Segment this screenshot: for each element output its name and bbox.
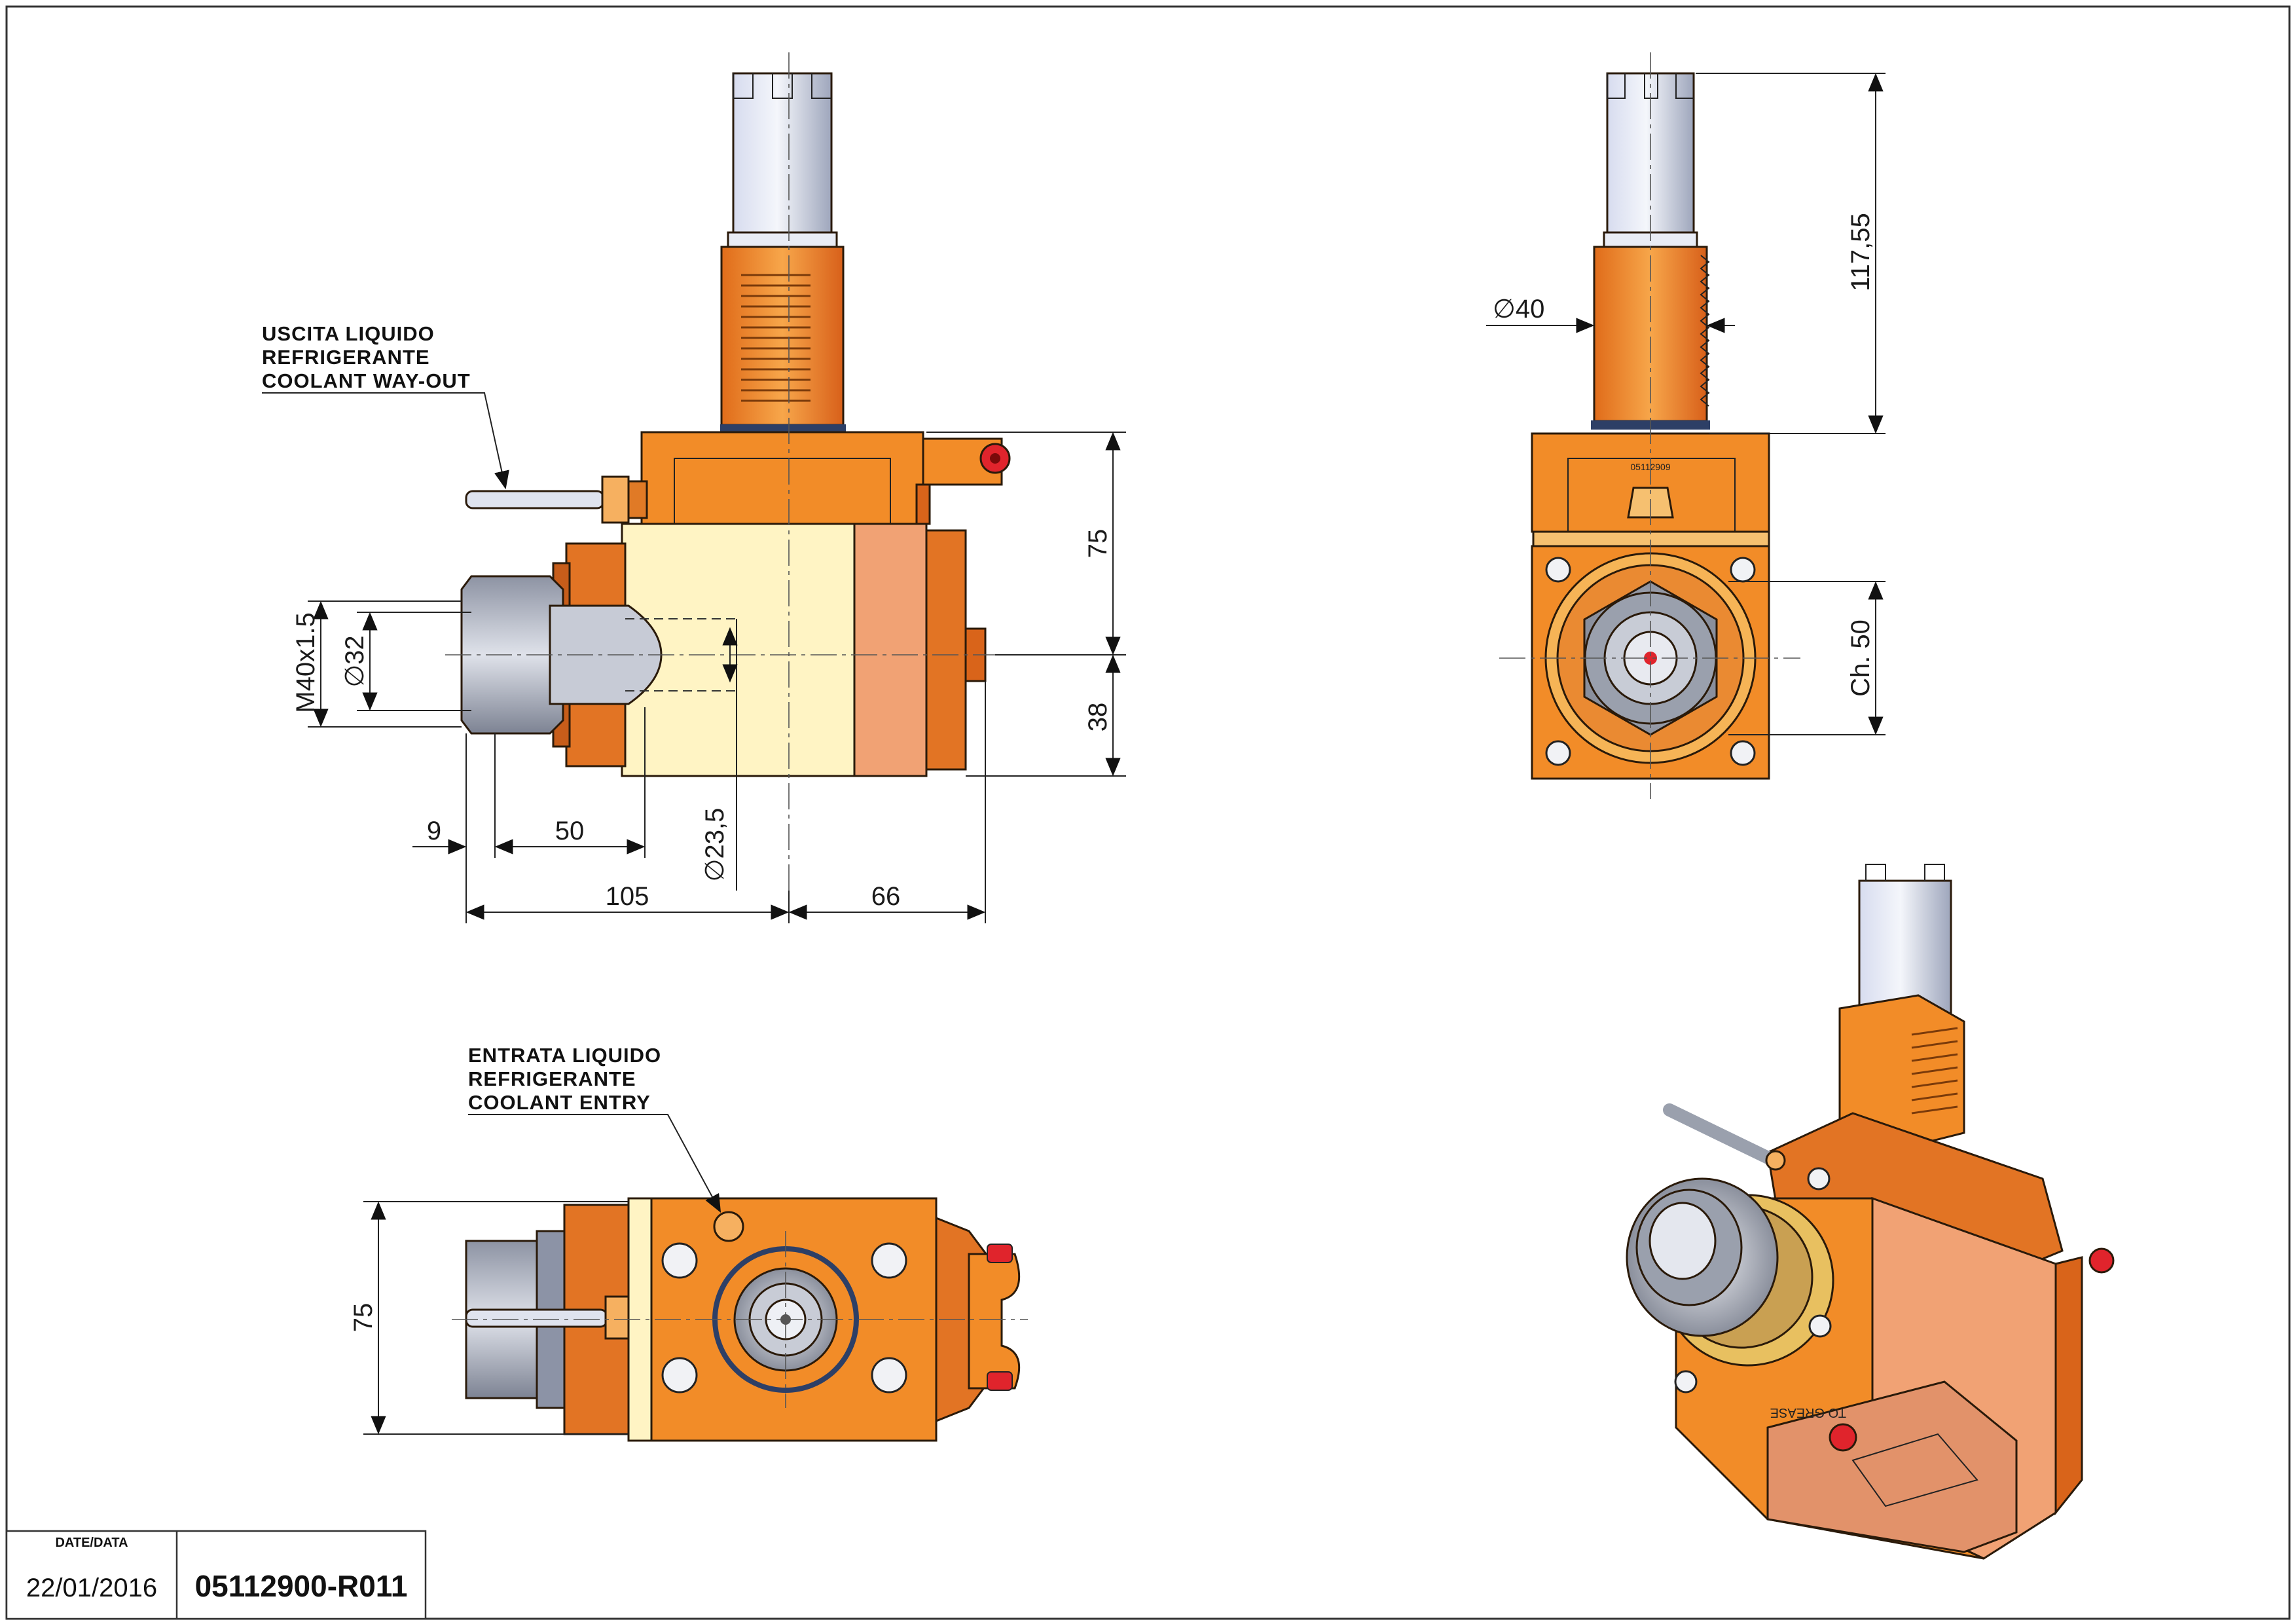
bottom-screw-top [987, 1244, 1013, 1263]
dim-nut-wrench: Ch. 50 [1846, 619, 1875, 697]
title-date-header: DATE/DATA [55, 1536, 128, 1550]
side-bolt-br [1730, 740, 1756, 766]
dim-front-38: 38 [1084, 703, 1112, 732]
bottom-coolant-entry [713, 1211, 744, 1242]
bottom-bolt-tl [661, 1242, 698, 1279]
iso-marking: TO GREASE [1770, 1405, 1846, 1420]
dim-offset-50: 50 [555, 817, 585, 845]
dim-collet-diameter: ∅32 [340, 635, 369, 687]
label-coolant-out-2: REFRIGERANTE [262, 346, 430, 369]
dim-length-66: 66 [871, 882, 901, 911]
label-coolant-in-3: COOLANT ENTRY [468, 1091, 651, 1114]
title-drawing-code: 05112900-R011 [195, 1569, 408, 1603]
dim-bore-diameter: ∅23,5 [701, 808, 729, 882]
iso-side-fitting [2088, 1247, 2115, 1274]
dim-bottom-75: 75 [349, 1303, 378, 1333]
bottom-bolt-bl [661, 1357, 698, 1393]
side-coolant-hole [1644, 652, 1657, 665]
front-collet-nut [460, 575, 564, 735]
isometric-view: TO GREASE [1626, 864, 2115, 1560]
bottom-view: 75 ENTRATA LIQUIDO REFRIGERANTE COOLANT … [349, 1044, 1028, 1442]
dim-thread: M40x1.5 [291, 612, 320, 712]
bottom-screw-bottom [987, 1371, 1013, 1391]
sheet-border [5, 5, 2291, 1620]
dim-offset-9: 9 [427, 817, 441, 845]
front-threaded-housing [720, 246, 845, 426]
label-coolant-out-3: COOLANT WAY-OUT [262, 369, 471, 392]
bottom-bolt-br [871, 1357, 907, 1393]
dim-shank-length: 117,55 [1846, 213, 1875, 291]
side-bolt-bl [1545, 740, 1571, 766]
title-block: DATE/DATA 22/01/2016 05112900-R011 [5, 1530, 427, 1620]
front-view: 75 38 M40x1.5 ∅32 ∅23,5 9 50 105 66 USCI… [262, 52, 1126, 923]
label-coolant-out-1: USCITA LIQUIDO [262, 322, 435, 345]
bottom-bolt-tr [871, 1242, 907, 1279]
title-date: 22/01/2016 [26, 1574, 157, 1602]
label-coolant-in-2: REFRIGERANTE [468, 1067, 636, 1090]
front-flange [640, 431, 924, 525]
dim-shank-diameter: ∅40 [1493, 295, 1544, 323]
label-coolant-in-1: ENTRATA LIQUIDO [468, 1044, 661, 1067]
dim-length-105: 105 [606, 882, 649, 911]
side-bolt-tr [1730, 557, 1756, 583]
side-view: 05112909 117,55 ∅40 Ch. 50 [1486, 52, 1886, 799]
front-coolant-tube [465, 490, 605, 509]
side-bolt-tl [1545, 557, 1571, 583]
iso-coolant-tube [1663, 1103, 1784, 1169]
iso-grease-port [1829, 1423, 1857, 1452]
bottom-coolant-tube [465, 1308, 608, 1328]
dim-front-75: 75 [1084, 529, 1112, 559]
